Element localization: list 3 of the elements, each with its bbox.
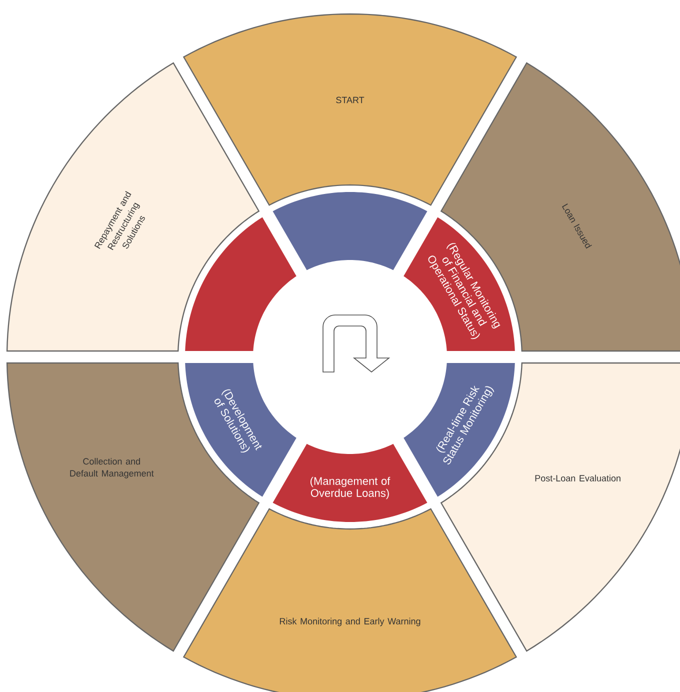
ring-segment xyxy=(272,192,428,270)
ring-segment xyxy=(185,217,296,351)
ring-segment: (Management of Overdue Loans) xyxy=(272,444,428,522)
